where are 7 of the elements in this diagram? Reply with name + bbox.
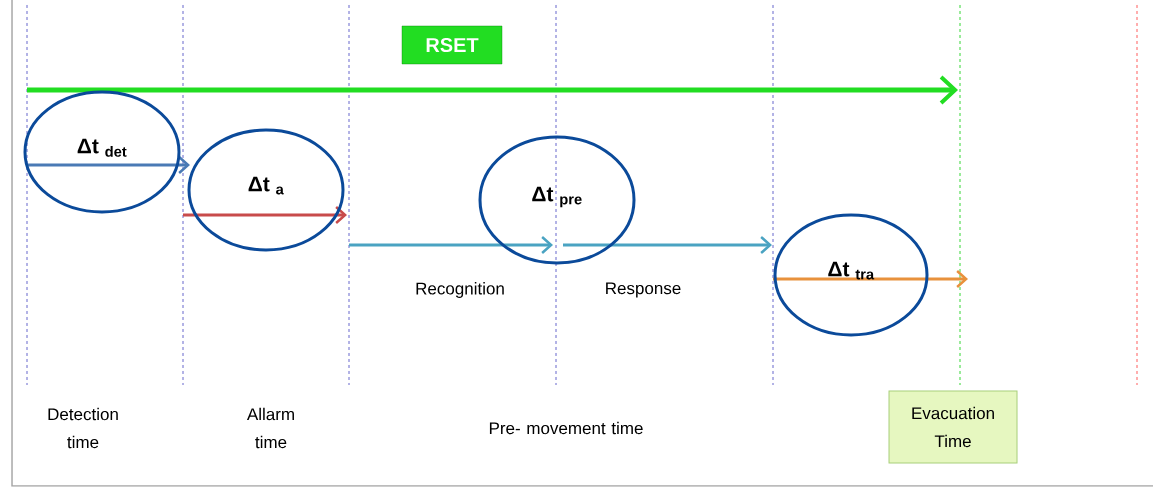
phase-label: Detection time [48, 407, 118, 449]
phase-label: Allarm time [246, 407, 294, 449]
phase-label: Response [606, 282, 681, 298]
label-box: RSET [401, 25, 503, 65]
phase-label: Pre- movement time [489, 421, 643, 435]
phase-label: Recognition [416, 282, 504, 298]
label-box: Evacuation Time [888, 390, 1018, 464]
